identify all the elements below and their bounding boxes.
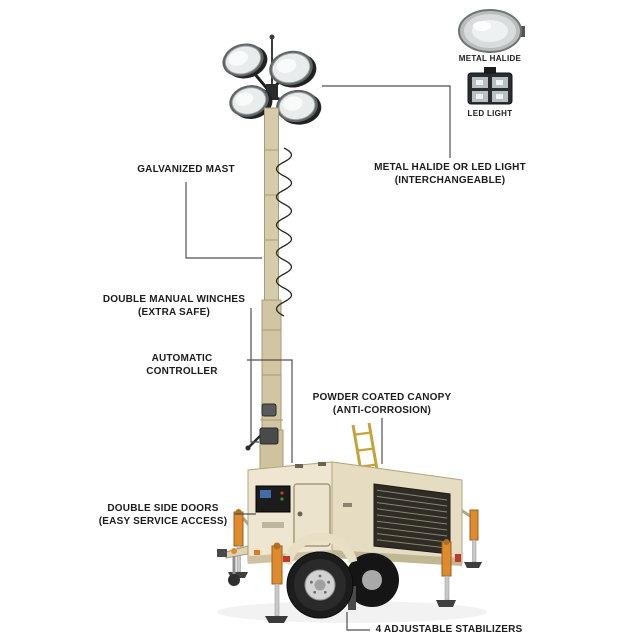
manual-winch-upper bbox=[261, 403, 277, 417]
callout-double-side-doors: DOUBLE SIDE DOORS (EASY SERVICE ACCESS) bbox=[92, 503, 234, 528]
galvanized-mast bbox=[245, 107, 293, 471]
fender bbox=[282, 532, 358, 566]
service-door bbox=[293, 483, 331, 547]
floodlight bbox=[276, 89, 322, 125]
fender-reflector bbox=[283, 556, 290, 562]
trailer-body bbox=[247, 461, 463, 566]
winch-crank-handle bbox=[245, 445, 251, 451]
floodlight-cluster bbox=[222, 34, 322, 125]
jockey-crank bbox=[231, 548, 237, 554]
callout-light-type: METAL HALIDE OR LED LIGHT (INTERCHANGEAB… bbox=[356, 162, 544, 187]
tow-coupler bbox=[217, 549, 227, 557]
marker-light bbox=[254, 550, 260, 555]
stabilizer-rear-right bbox=[457, 506, 482, 568]
callout-label: AUTOMATIC CONTROLLER bbox=[146, 353, 218, 377]
callout-label-line2: (ANTI-CORROSION) bbox=[332, 404, 432, 416]
callout-label-line2: (INTERCHANGEABLE) bbox=[394, 174, 506, 186]
callout-label-line2: (EASY SERVICE ACCESS) bbox=[98, 515, 228, 527]
callout-label: 4 ADJUSTABLE STABILIZERS bbox=[375, 624, 523, 635]
legend-metal-halide-label: METAL HALIDE bbox=[458, 54, 522, 63]
door-latch bbox=[297, 511, 303, 517]
leader-lines bbox=[185, 85, 451, 631]
callout-automatic-controller: AUTOMATIC CONTROLLER bbox=[118, 353, 246, 378]
wheels bbox=[282, 532, 399, 619]
leader-adjustable-stabilizers bbox=[346, 612, 370, 631]
radiator-grille bbox=[373, 483, 451, 555]
mudflap bbox=[348, 586, 356, 610]
leader-light-type bbox=[322, 85, 451, 158]
led-light-image bbox=[467, 67, 513, 105]
leader-galvanized-mast bbox=[185, 182, 262, 259]
canopy-handle bbox=[343, 503, 352, 507]
callout-label-line1: DOUBLE MANUAL WINCHES bbox=[102, 294, 246, 305]
leader-manual-winches bbox=[250, 308, 259, 443]
callout-powder-coated-canopy: POWDER COATED CANOPY (ANTI-CORROSION) bbox=[306, 392, 458, 417]
coiled-cable bbox=[275, 147, 293, 317]
jockey-wheel bbox=[228, 574, 240, 586]
drawbar bbox=[217, 545, 249, 586]
callout-label-line2: (EXTRA SAFE) bbox=[137, 306, 211, 318]
callout-adjustable-stabilizers: 4 ADJUSTABLE STABILIZERS bbox=[374, 624, 524, 637]
metal-halide-lamp-image bbox=[458, 9, 525, 53]
leader-automatic-controller bbox=[247, 359, 293, 463]
callout-label-line1: METAL HALIDE OR LED LIGHT bbox=[374, 162, 526, 173]
floodlight bbox=[269, 50, 317, 88]
tail-light bbox=[455, 554, 461, 562]
automatic-controller-panel bbox=[255, 485, 291, 513]
floodlight bbox=[222, 43, 268, 79]
floodlight bbox=[229, 85, 273, 119]
manual-winch-lower bbox=[245, 427, 279, 451]
legend-led-light-label: LED LIGHT bbox=[467, 109, 513, 118]
stabilizer-right bbox=[436, 539, 456, 607]
hinge bbox=[318, 462, 326, 466]
callout-label: GALVANIZED MAST bbox=[137, 164, 235, 175]
callout-galvanized-mast: GALVANIZED MAST bbox=[108, 164, 264, 177]
callout-label-line1: POWDER COATED CANOPY bbox=[312, 392, 452, 403]
callout-label-line1: DOUBLE SIDE DOORS bbox=[107, 503, 219, 514]
callout-manual-winches: DOUBLE MANUAL WINCHES (EXTRA SAFE) bbox=[94, 294, 254, 319]
hinge bbox=[295, 464, 303, 468]
stabilizer-front-center bbox=[265, 542, 288, 623]
brand-plate bbox=[262, 522, 284, 528]
